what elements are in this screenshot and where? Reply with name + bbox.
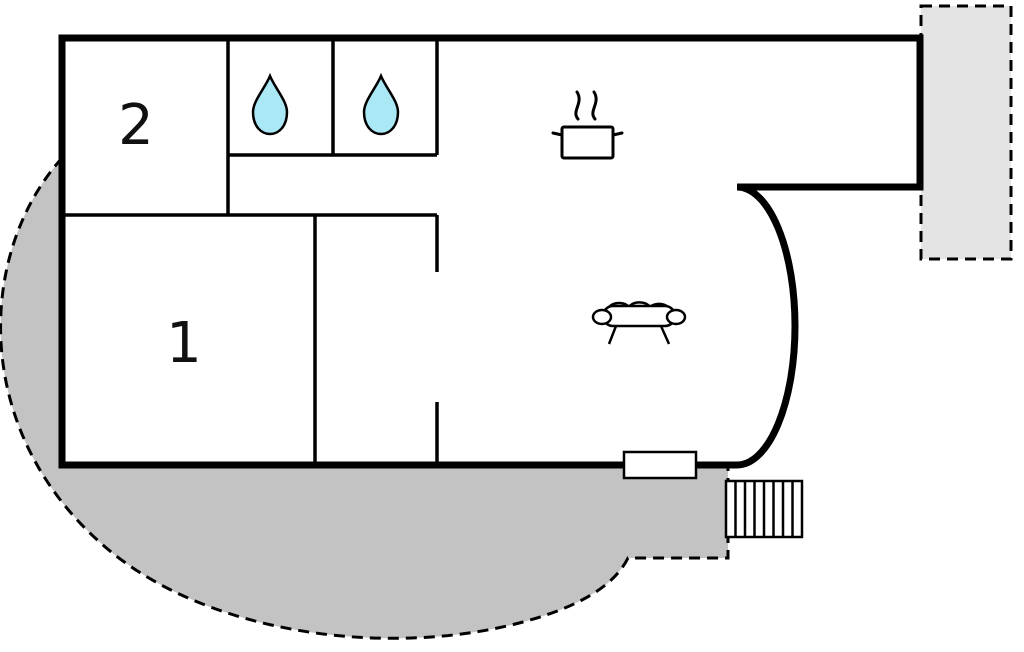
cooking-pot-icon xyxy=(551,90,624,160)
room-label-2: 2 xyxy=(118,93,154,158)
interior-walls xyxy=(62,40,439,463)
water-drop-icon xyxy=(362,72,400,136)
door-symbol xyxy=(622,450,698,480)
terrace-area xyxy=(0,154,730,640)
carport-area xyxy=(919,4,1013,261)
sofa-icon xyxy=(591,301,687,345)
water-drop-icon xyxy=(251,72,289,136)
room-label-1: 1 xyxy=(166,311,202,376)
stairs-icon xyxy=(724,479,804,539)
building-outline xyxy=(58,34,924,469)
